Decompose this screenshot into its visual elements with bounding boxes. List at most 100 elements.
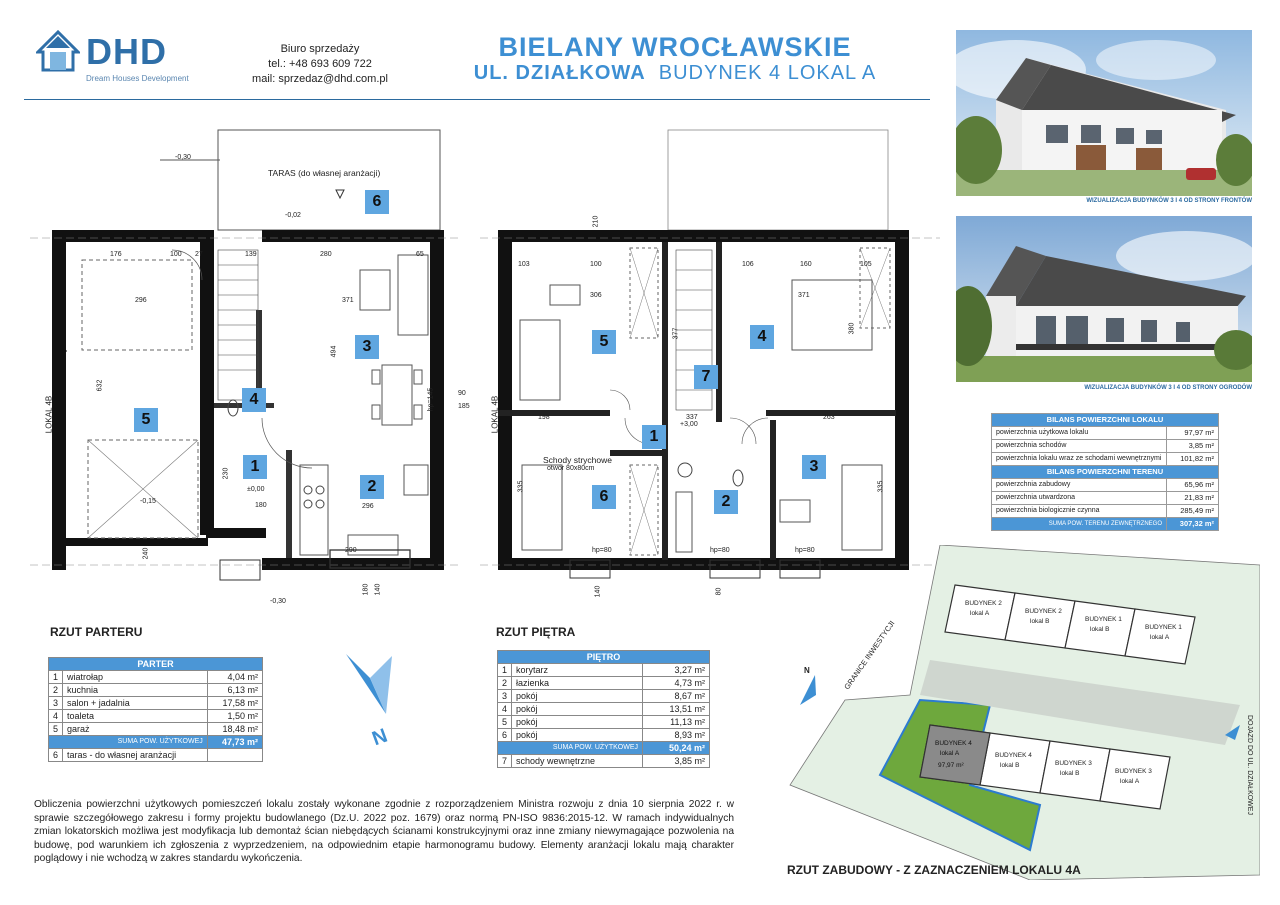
upper-room-number-5: 5	[592, 330, 616, 354]
dim-280: 280	[320, 251, 332, 258]
building-unit: BUDYNEK 4 LOKAL A	[658, 62, 877, 84]
dim-106: 106	[742, 261, 754, 268]
header-divider	[24, 99, 930, 100]
room-number-5: 5	[134, 408, 158, 432]
parter-sum-label: SUMA POW. UŻYTKOWEJ	[48, 735, 208, 749]
dim-198: 198	[538, 414, 550, 421]
balance-header-site: BILANS POWIERZCHNI TERENU	[991, 465, 1219, 479]
logo-text: DHD	[86, 31, 167, 72]
ground-floor-drawing	[30, 129, 460, 581]
room-number-3: 3	[355, 335, 379, 359]
site-b3b-line2: lokal B	[1060, 770, 1080, 777]
dim-380: 380	[848, 322, 856, 335]
upper-floor-drawing	[480, 129, 940, 579]
pietro-sum-value: 50,24 m²	[642, 741, 710, 755]
site-b4a-area: 97,97 m²	[938, 762, 964, 769]
site-b2a-line1: BUDYNEK 2	[965, 600, 1002, 607]
side-label-4b: LOKAL 4B	[44, 395, 54, 434]
office-mail[interactable]: mail: sprzedaz@dhd.com.pl	[252, 73, 388, 85]
dim-180b: 180	[362, 583, 370, 596]
terrace-label: TARAS (do własnej aranżacji)	[268, 168, 381, 178]
site-boundary-label: GRANICE INWESTYCJI	[842, 619, 896, 691]
site-b4a-line2: lokal A	[940, 750, 960, 757]
dim-306: 306	[590, 292, 602, 299]
office-phone[interactable]: tel.: +48 693 609 722	[268, 58, 372, 70]
street-name: UL. DZIAŁKOWA	[473, 62, 646, 84]
north-arrow-icon: N	[346, 654, 392, 748]
dim-335b: 335	[877, 480, 885, 493]
dim-140: 140	[374, 583, 382, 596]
pietro-sum-label: SUMA POW. UŻYTKOWEJ	[497, 741, 643, 755]
room-number-1: 1	[243, 455, 267, 479]
dim-371-upper: 371	[798, 292, 810, 299]
dim-230: 230	[222, 467, 230, 480]
page-subtitle: UL. DZIAŁKOWA BUDYNEK 4 LOKAL A	[440, 62, 910, 85]
dim-296b: 296	[362, 503, 374, 510]
front-visualization-image	[956, 30, 1252, 196]
dim-hp145: hp=145	[427, 387, 435, 412]
dim-hp80a: hp=80	[592, 547, 612, 554]
site-b2b-line2: lokal B	[1030, 618, 1050, 625]
site-b4b-line2: lokal B	[1000, 762, 1020, 769]
site-plan: BUDYNEK 2 lokal A BUDYNEK 2 lokal B BUDY…	[789, 545, 1260, 880]
garden-caption: WIZUALIZACJA BUDYNKÓW 3 I 4 OD STRONY OG…	[1084, 385, 1252, 391]
upper-side-label-4b: LOKAL 4B	[490, 395, 500, 434]
dim-160: 160	[800, 261, 812, 268]
table-row: powierzchnia lokalu wraz ze schodami wew…	[991, 452, 1219, 466]
dim-level-000: ±0,00	[247, 486, 265, 493]
legal-note: Obliczenia powierzchni użytkowych pomies…	[34, 799, 734, 865]
site-b1b-line2: lokal B	[1090, 626, 1110, 633]
dim-level-030: -0,30	[175, 154, 191, 161]
dim-377: 377	[672, 327, 680, 340]
balance-sum-label: SUMA POW. TERENU ZEWNĘTRZNEGO	[991, 517, 1167, 531]
north-letter: N	[369, 725, 390, 748]
dim-185: 185	[458, 403, 470, 410]
dim-105: 105	[860, 261, 872, 268]
upper-room-number-2: 2	[714, 490, 738, 514]
site-b3b-line1: BUDYNEK 3	[1055, 760, 1092, 767]
dim-335a: 335	[517, 480, 525, 493]
garden-visualization-image	[956, 216, 1252, 382]
parter-header: PARTER	[48, 657, 263, 671]
parter-sum-value: 47,73 m²	[206, 735, 264, 749]
dim-140-upper: 140	[594, 585, 602, 598]
ground-floor-label: RZUT PARTERU	[50, 625, 143, 639]
attic-stairs-label: Schody strychowe	[543, 455, 612, 465]
dim-263: 263	[823, 414, 835, 421]
site-b4a-line1: BUDYNEK 4	[935, 740, 972, 747]
dim-494: 494	[330, 345, 338, 358]
dim-296: 296	[135, 297, 147, 304]
dim-176: 176	[110, 251, 122, 258]
office-title: Biuro sprzedaży	[280, 43, 360, 55]
dim-hp80b: hp=80	[710, 547, 730, 554]
dim-632: 632	[96, 379, 104, 392]
site-b1b-line1: BUDYNEK 1	[1085, 616, 1122, 623]
upper-room-number-4: 4	[750, 325, 774, 349]
site-north-letter: N	[804, 666, 810, 675]
site-b3a-line1: BUDYNEK 3	[1115, 768, 1152, 775]
dim-level-030b: -0,30	[270, 598, 286, 605]
dim-27: 27	[195, 251, 203, 258]
site-b1a-line1: BUDYNEK 1	[1145, 624, 1182, 631]
area-balance-table: BILANS POWIERZCHNI LOKALU powierzchnia u…	[991, 413, 1219, 531]
dim-103: 103	[518, 261, 530, 268]
ground-floor-plan: 6 3 4 5 1 2 TARAS (do własnej aranżacji)…	[30, 120, 470, 620]
upper-room-number-3: 3	[802, 455, 826, 479]
dim-100: 100	[170, 251, 182, 258]
dim-240: 240	[142, 547, 150, 560]
dim-level-002: -0,02	[285, 212, 301, 219]
